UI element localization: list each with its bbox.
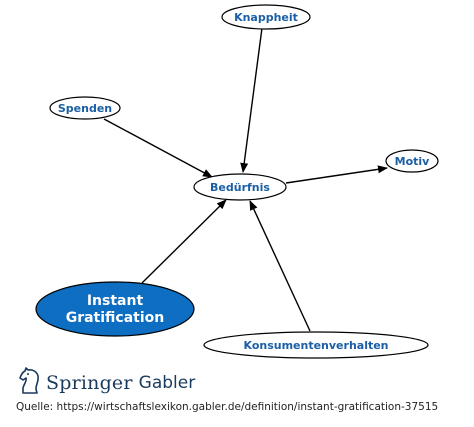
node-knappheit-label: Knappheit	[234, 11, 298, 24]
springer-gabler-logo: Springer Gabler	[18, 366, 195, 400]
node-spenden-label: Spenden	[58, 102, 112, 115]
node-instant-label-line2: Gratification	[66, 310, 165, 326]
knight-chess-icon	[18, 367, 42, 399]
node-beduerfnis: Bedürfnis	[193, 173, 287, 201]
node-beduerfnis-label: Bedürfnis	[210, 181, 270, 194]
arrow-spenden-to-beduerfnis	[103, 118, 213, 178]
node-spenden: Spenden	[49, 96, 121, 120]
node-instant-gratification: Instant Gratification	[35, 281, 195, 337]
logo-springer-text: Springer	[46, 372, 133, 394]
logo-gabler-text: Gabler	[138, 373, 196, 393]
arrow-beduerfnis-to-motiv	[285, 165, 388, 184]
node-instant-label-line1: Instant	[87, 293, 144, 309]
arrow-knappheit-to-beduerfnis	[240, 27, 263, 173]
source-citation: Quelle: https://wirtschaftslexikon.gable…	[16, 401, 439, 413]
node-knappheit: Knappheit	[221, 4, 311, 30]
node-motiv: Motiv	[385, 149, 439, 173]
concept-map: Knappheit Spenden Bedürfnis Motiv Instan…	[35, 4, 439, 359]
node-konsumentenverhalten-label: Konsumentenverhalten	[243, 339, 388, 352]
arrow-konsumenten-to-beduerfnis	[249, 200, 311, 332]
arrow-instant-to-beduerfnis	[141, 199, 227, 284]
node-motiv-label: Motiv	[395, 155, 431, 168]
node-konsumentenverhalten: Konsumentenverhalten	[203, 331, 429, 359]
